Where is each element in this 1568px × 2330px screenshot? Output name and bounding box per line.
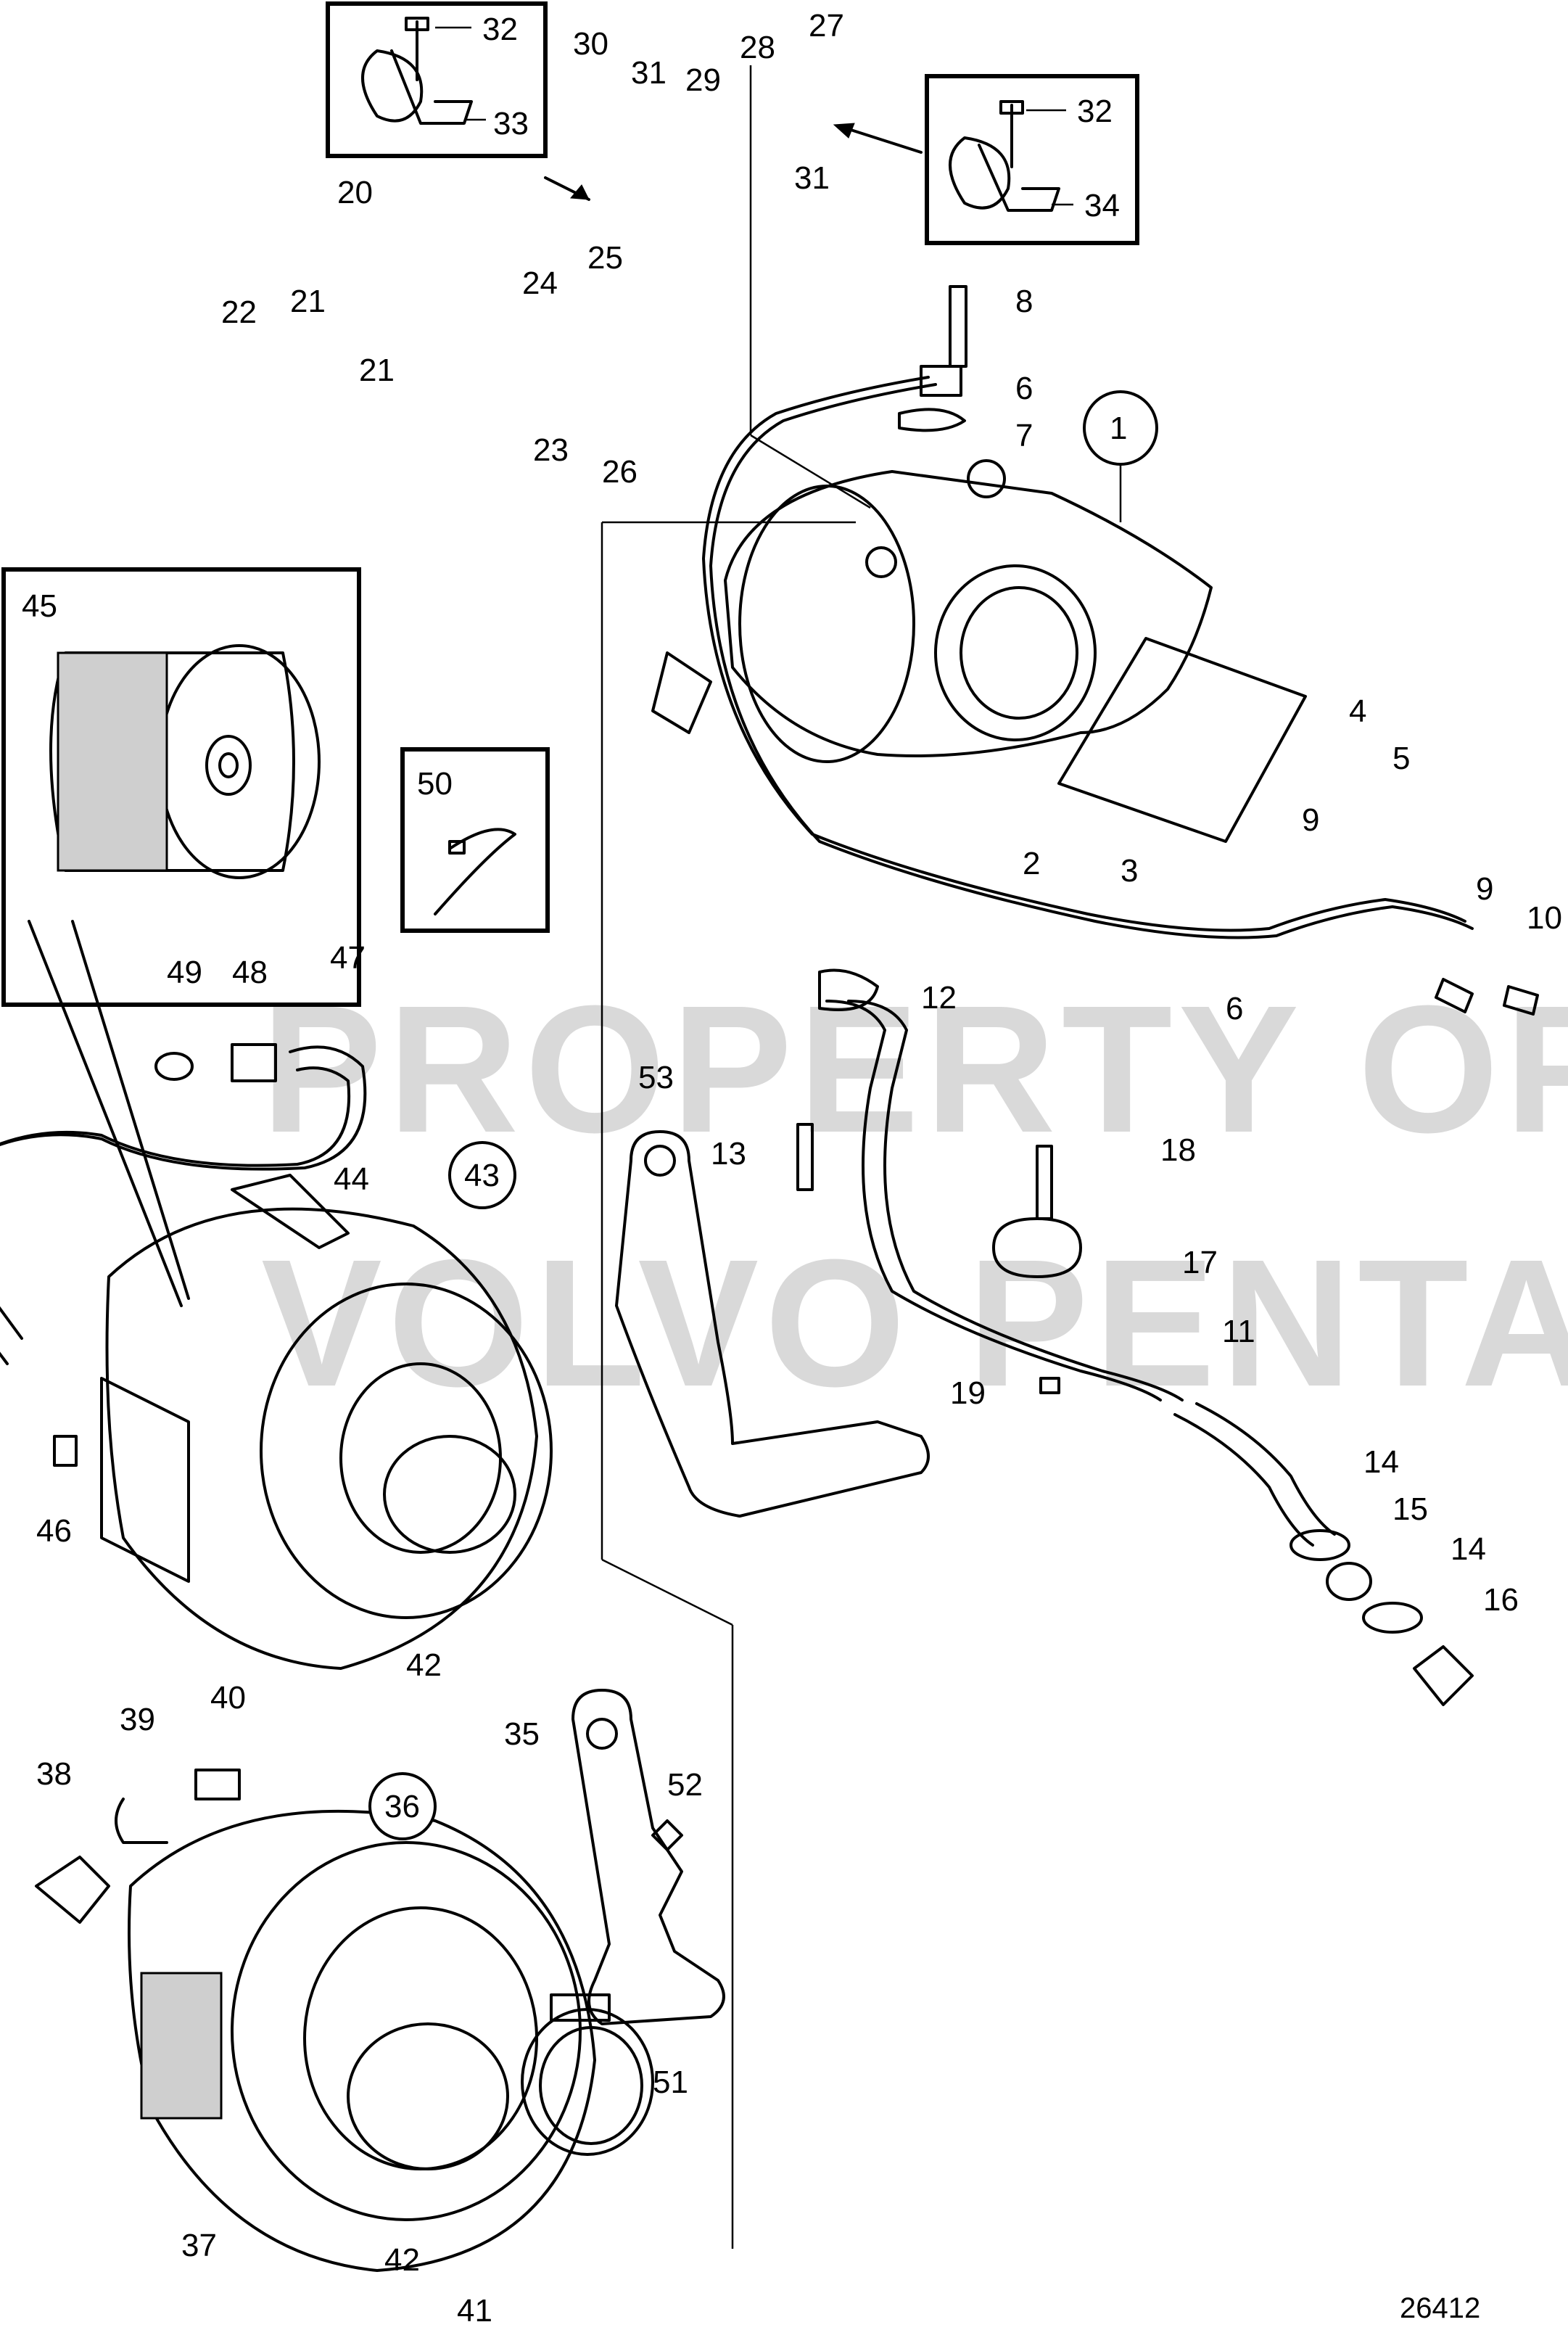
group-leader-lines xyxy=(601,65,871,2249)
callout-21-left: 21 xyxy=(290,284,326,319)
callout-50: 50 xyxy=(417,766,453,802)
watermark: PROPERTY OF VOLVO PENTA xyxy=(261,968,1568,1424)
callout-24: 24 xyxy=(522,265,558,301)
callout-14-right: 14 xyxy=(1451,1531,1486,1567)
turbocharger xyxy=(651,459,1307,843)
callout-21-right: 21 xyxy=(359,353,395,388)
callout-36: 36 xyxy=(384,1789,420,1824)
callout-4: 4 xyxy=(1349,693,1366,729)
callout-28: 28 xyxy=(740,30,775,65)
callout-20: 20 xyxy=(337,175,373,210)
callout-6-top: 6 xyxy=(1015,371,1033,406)
callout-53: 53 xyxy=(638,1060,674,1095)
callout-12: 12 xyxy=(921,980,957,1016)
callout-7: 7 xyxy=(1015,418,1033,453)
air-filter-upper xyxy=(100,1174,553,1670)
inset-cable-tie xyxy=(400,747,550,933)
callout-41: 41 xyxy=(457,2293,492,2329)
callout-6-bottom: 6 xyxy=(1226,991,1243,1026)
callout-9-right: 9 xyxy=(1476,871,1493,907)
callout-46: 46 xyxy=(36,1513,72,1549)
callout-31-top: 31 xyxy=(631,55,667,91)
callout-40: 40 xyxy=(210,1680,246,1716)
callout-49: 49 xyxy=(167,955,202,990)
callout-44: 44 xyxy=(334,1161,369,1197)
callout-30: 30 xyxy=(573,26,608,62)
callout-3: 3 xyxy=(1121,853,1138,889)
callout-10: 10 xyxy=(1527,900,1562,936)
oil-drain-pipe xyxy=(796,968,1474,1706)
callout-51: 51 xyxy=(653,2065,688,2100)
bracket-53 xyxy=(615,1130,930,1518)
callout-26: 26 xyxy=(602,454,637,490)
drawing-number: 26412 xyxy=(1400,2292,1480,2324)
callout-32-right: 32 xyxy=(1077,94,1113,129)
callout-43: 43 xyxy=(464,1158,500,1193)
inset-clamp-34 xyxy=(833,74,1139,245)
callout-2: 2 xyxy=(1023,846,1040,881)
callout-15: 15 xyxy=(1392,1491,1428,1527)
clamp-17 xyxy=(992,1145,1082,1394)
callout-42-lower: 42 xyxy=(384,2242,420,2278)
callout-22: 22 xyxy=(221,295,257,330)
callout-34: 34 xyxy=(1084,188,1120,223)
filter-pleats xyxy=(57,651,168,872)
callout-39: 39 xyxy=(120,1702,155,1737)
callout-42-upper: 42 xyxy=(406,1647,442,1683)
callout-5: 5 xyxy=(1392,741,1410,776)
callout-32-left: 32 xyxy=(482,12,518,47)
watermark-line-1: PROPERTY OF xyxy=(261,968,1568,1170)
callout-47: 47 xyxy=(330,940,366,976)
callout-16: 16 xyxy=(1483,1582,1519,1618)
callout-8: 8 xyxy=(1015,284,1033,319)
callout-14-top: 14 xyxy=(1363,1444,1399,1480)
callout-48: 48 xyxy=(232,955,268,990)
callout-29: 29 xyxy=(685,62,721,98)
inset-clamp-33 xyxy=(326,1,590,201)
callout-9-top: 9 xyxy=(1302,802,1319,838)
callout-35: 35 xyxy=(504,1716,540,1752)
air-filter-lower xyxy=(35,1769,654,2272)
callout-13: 13 xyxy=(711,1136,746,1172)
callout-38: 38 xyxy=(36,1756,72,1792)
callout-27: 27 xyxy=(809,8,844,44)
callout-37: 37 xyxy=(181,2228,217,2263)
callout-31-right: 31 xyxy=(794,160,830,196)
callout-11: 11 xyxy=(1222,1314,1255,1349)
callout-17: 17 xyxy=(1182,1245,1218,1280)
breather-hose xyxy=(0,1043,367,1467)
callout-19: 19 xyxy=(950,1375,986,1411)
oil-supply-pipe xyxy=(702,285,1539,1016)
callout-25: 25 xyxy=(587,240,623,276)
callout-23: 23 xyxy=(533,432,569,468)
inset-filter-element xyxy=(1,567,361,1307)
callouts: 1 2 3 4 5 6 6 7 8 9 9 10 11 12 13 14 14 … xyxy=(22,8,1562,2329)
watermark-line-2: VOLVO PENTA xyxy=(261,1222,1568,1424)
callout-52: 52 xyxy=(667,1767,703,1803)
callout-18: 18 xyxy=(1160,1132,1196,1168)
callout-1: 1 xyxy=(1110,411,1127,446)
callout-33: 33 xyxy=(493,106,529,141)
callout-45: 45 xyxy=(22,588,57,624)
bracket-35 xyxy=(550,1689,725,2025)
